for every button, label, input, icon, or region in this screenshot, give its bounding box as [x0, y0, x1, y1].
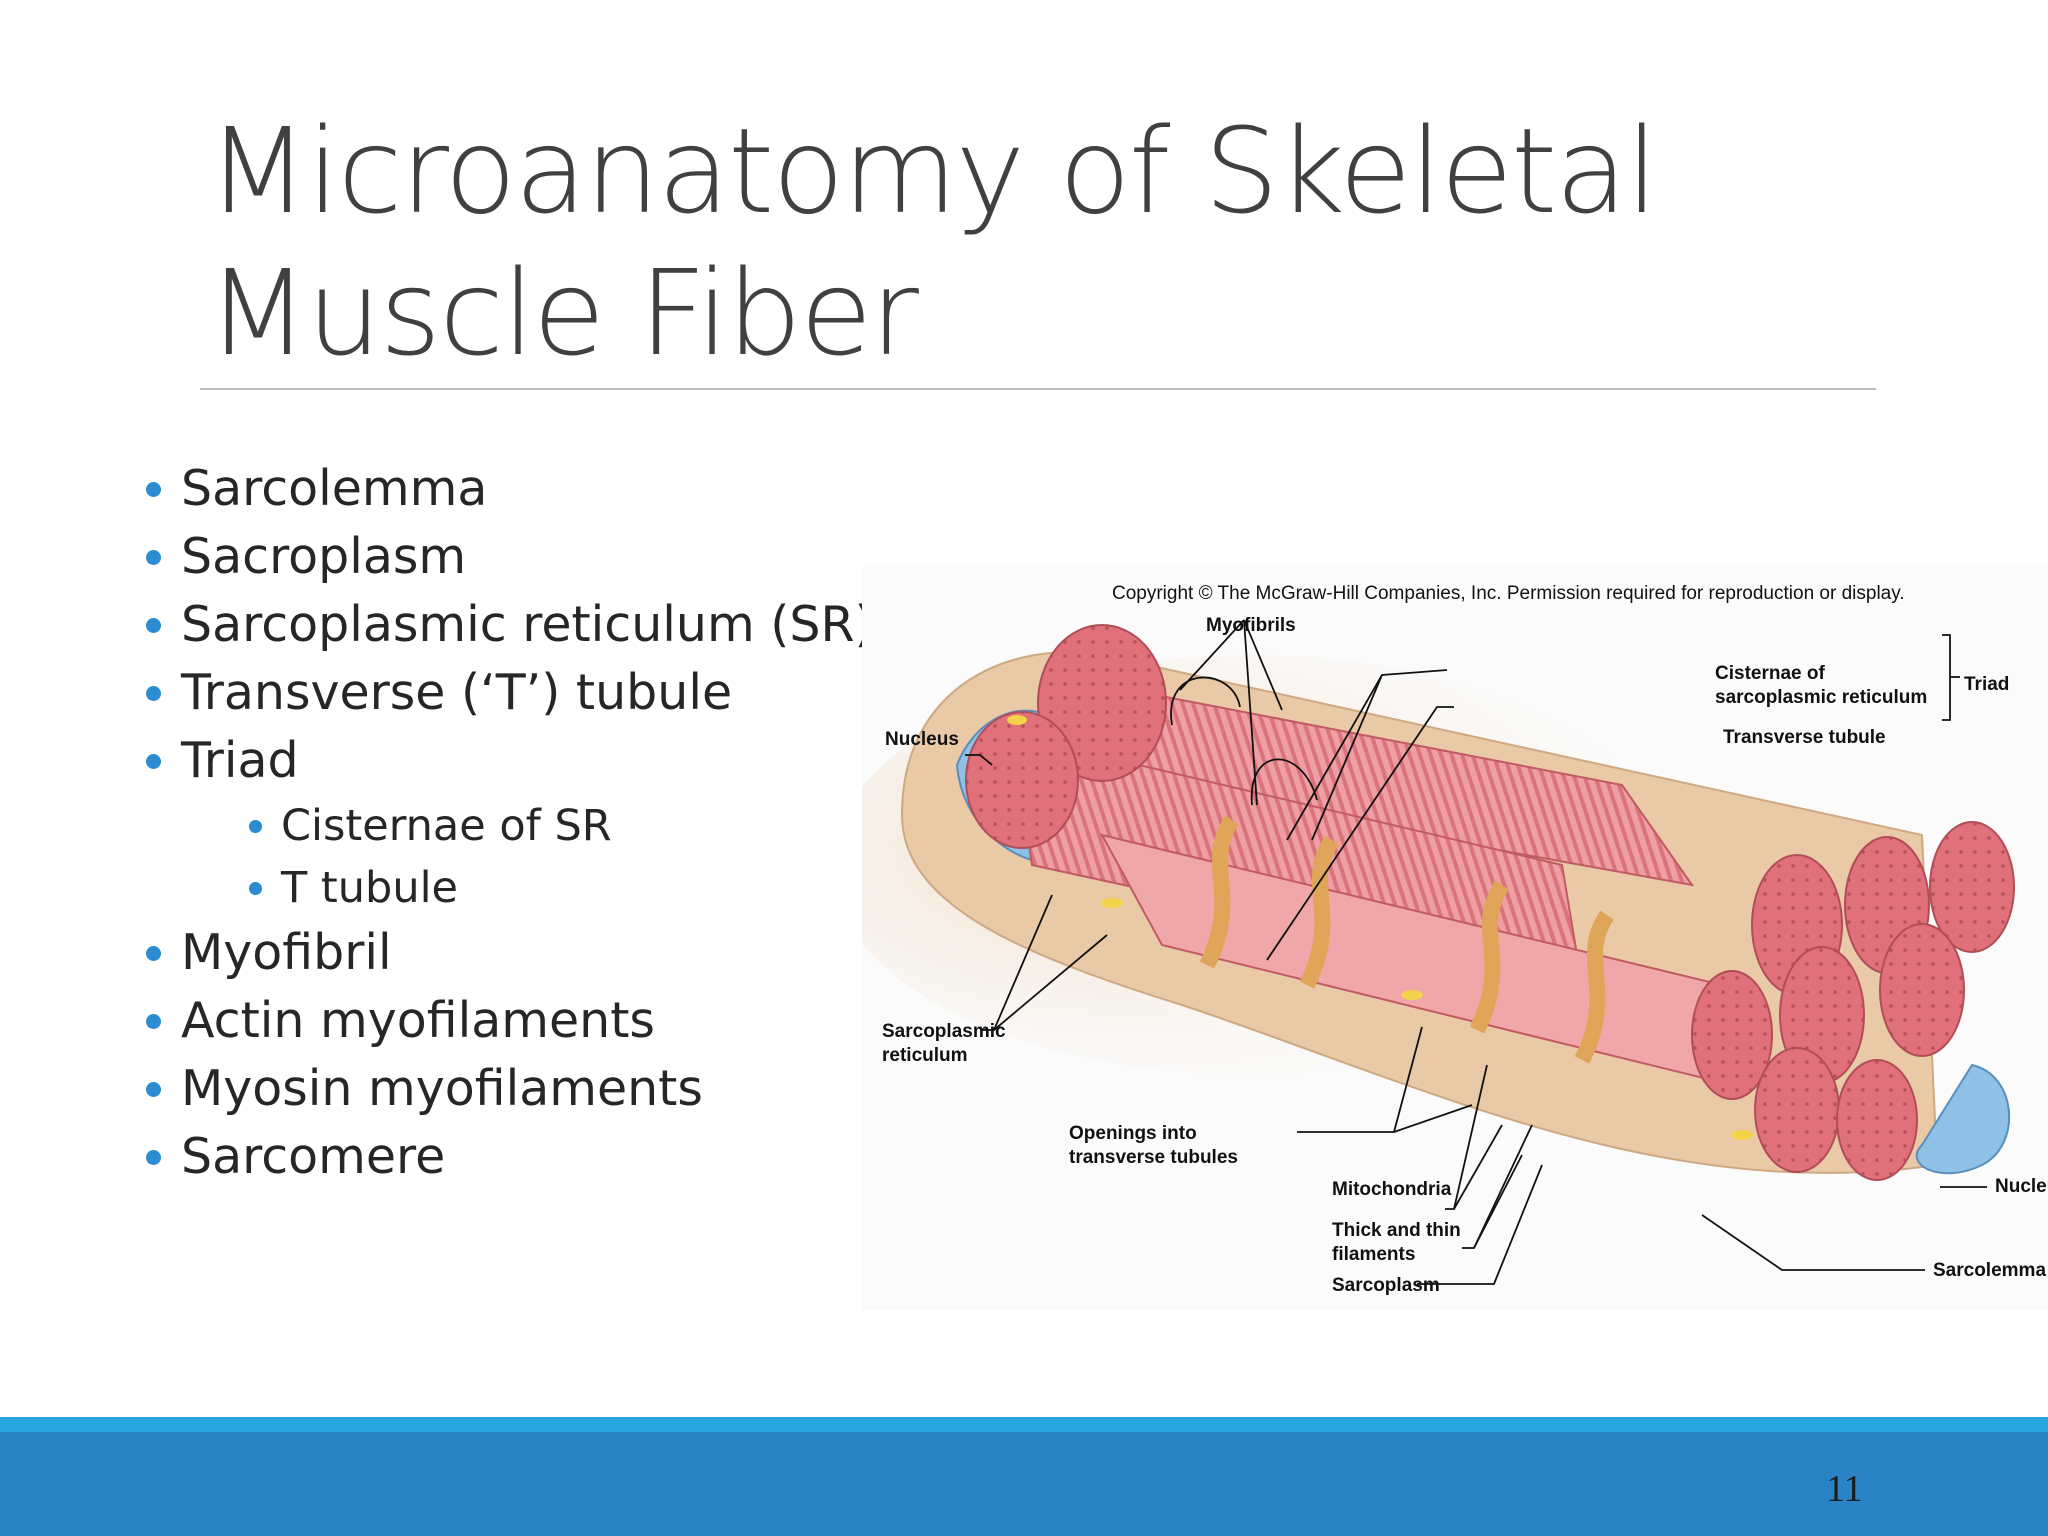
- muscle-fiber-illustration: Copyright © The McGraw-Hill Companies, I…: [832, 583, 2048, 1296]
- label-nucleus-left: Nucleus: [885, 729, 959, 750]
- label-sr-2: reticulum: [882, 1045, 968, 1066]
- label-transverse-tubule: Transverse tubule: [1723, 727, 1886, 748]
- t-tubule-band-4: [1574, 910, 1614, 1064]
- muscle-fiber-figure: Copyright © The McGraw-Hill Companies, I…: [832, 565, 2048, 1310]
- t-tubule-band-3: [1469, 880, 1509, 1034]
- bullet-item: Sarcoplasmic reticulum (SR): [144, 591, 874, 659]
- myofibril-end-2: [965, 711, 1079, 849]
- sub-bullet-item: T tubule: [144, 857, 874, 919]
- bullet-item: Myofibril: [144, 919, 874, 987]
- copyright-notice: Copyright © The McGraw-Hill Companies, I…: [1112, 583, 1905, 604]
- leader-lines: [965, 619, 1987, 1285]
- cross-myofibril: [1879, 923, 1965, 1057]
- cross-myofibril: [1754, 1047, 1840, 1173]
- label-filaments-1: Thick and thin: [1332, 1220, 1461, 1241]
- label-openings-1: Openings into: [1069, 1123, 1197, 1144]
- cross-myofibril: [1691, 970, 1773, 1100]
- label-mitochondria: Mitochondria: [1332, 1179, 1452, 1200]
- t-tubule-band-1: [1199, 815, 1239, 969]
- label-nucleus-right: Nucleus: [1995, 1176, 2048, 1197]
- mitochondrion: [1401, 990, 1423, 1000]
- myofibril-end-1: [1037, 624, 1167, 782]
- label-sr-1: Sarcoplasmic: [882, 1021, 1006, 1042]
- bullet-item: Sarcolemma: [144, 455, 874, 523]
- label-sarcolemma: Sarcolemma: [1933, 1260, 2046, 1281]
- label-triad: Triad: [1964, 674, 2009, 695]
- label-cisternae-1: Cisternae of: [1715, 663, 1825, 684]
- label-sarcoplasm: Sarcoplasm: [1332, 1275, 1440, 1296]
- mitochondrion: [1731, 1130, 1753, 1140]
- nucleus-right: [1915, 1063, 2011, 1175]
- mitochondrion: [1007, 715, 1027, 725]
- page-number: 11: [1826, 1468, 1863, 1510]
- title-divider: [200, 388, 1876, 390]
- footer-accent-line: [0, 1417, 2048, 1432]
- cross-myofibril: [1929, 821, 2015, 953]
- bullet-item: Sarcomere: [144, 1123, 874, 1191]
- slide-title: Microanatomy of Skeletal Muscle Fiber: [207, 100, 1857, 384]
- footer-band: [0, 1432, 2048, 1536]
- label-filaments-2: filaments: [1332, 1244, 1415, 1265]
- label-cisternae-2: sarcoplasmic reticulum: [1715, 687, 1927, 708]
- bullet-list: Sarcolemma Sacroplasm Sarcoplasmic retic…: [144, 455, 874, 1191]
- bullet-item: Sacroplasm: [144, 523, 874, 591]
- sub-bullet-item: Cisternae of SR: [144, 795, 874, 857]
- figure-labels: Myofibrils Cisternae of sarcoplasmic ret…: [882, 615, 2048, 1296]
- title-line-1: Microanatomy of Skeletal: [207, 102, 1658, 240]
- label-myofibrils: Myofibrils: [1206, 615, 1296, 636]
- bullet-item: Triad: [144, 727, 874, 795]
- title-line-2: Muscle Fiber: [207, 244, 919, 382]
- bullet-item: Myosin myofilaments: [144, 1055, 874, 1123]
- mitochondrion: [1101, 898, 1123, 908]
- label-openings-2: transverse tubules: [1069, 1147, 1238, 1168]
- cross-myofibril: [1836, 1059, 1918, 1181]
- t-tubule-band-2: [1299, 835, 1339, 989]
- bullet-item: Transverse (‘T’) tubule: [144, 659, 874, 727]
- bullet-item: Actin myofilaments: [144, 987, 874, 1055]
